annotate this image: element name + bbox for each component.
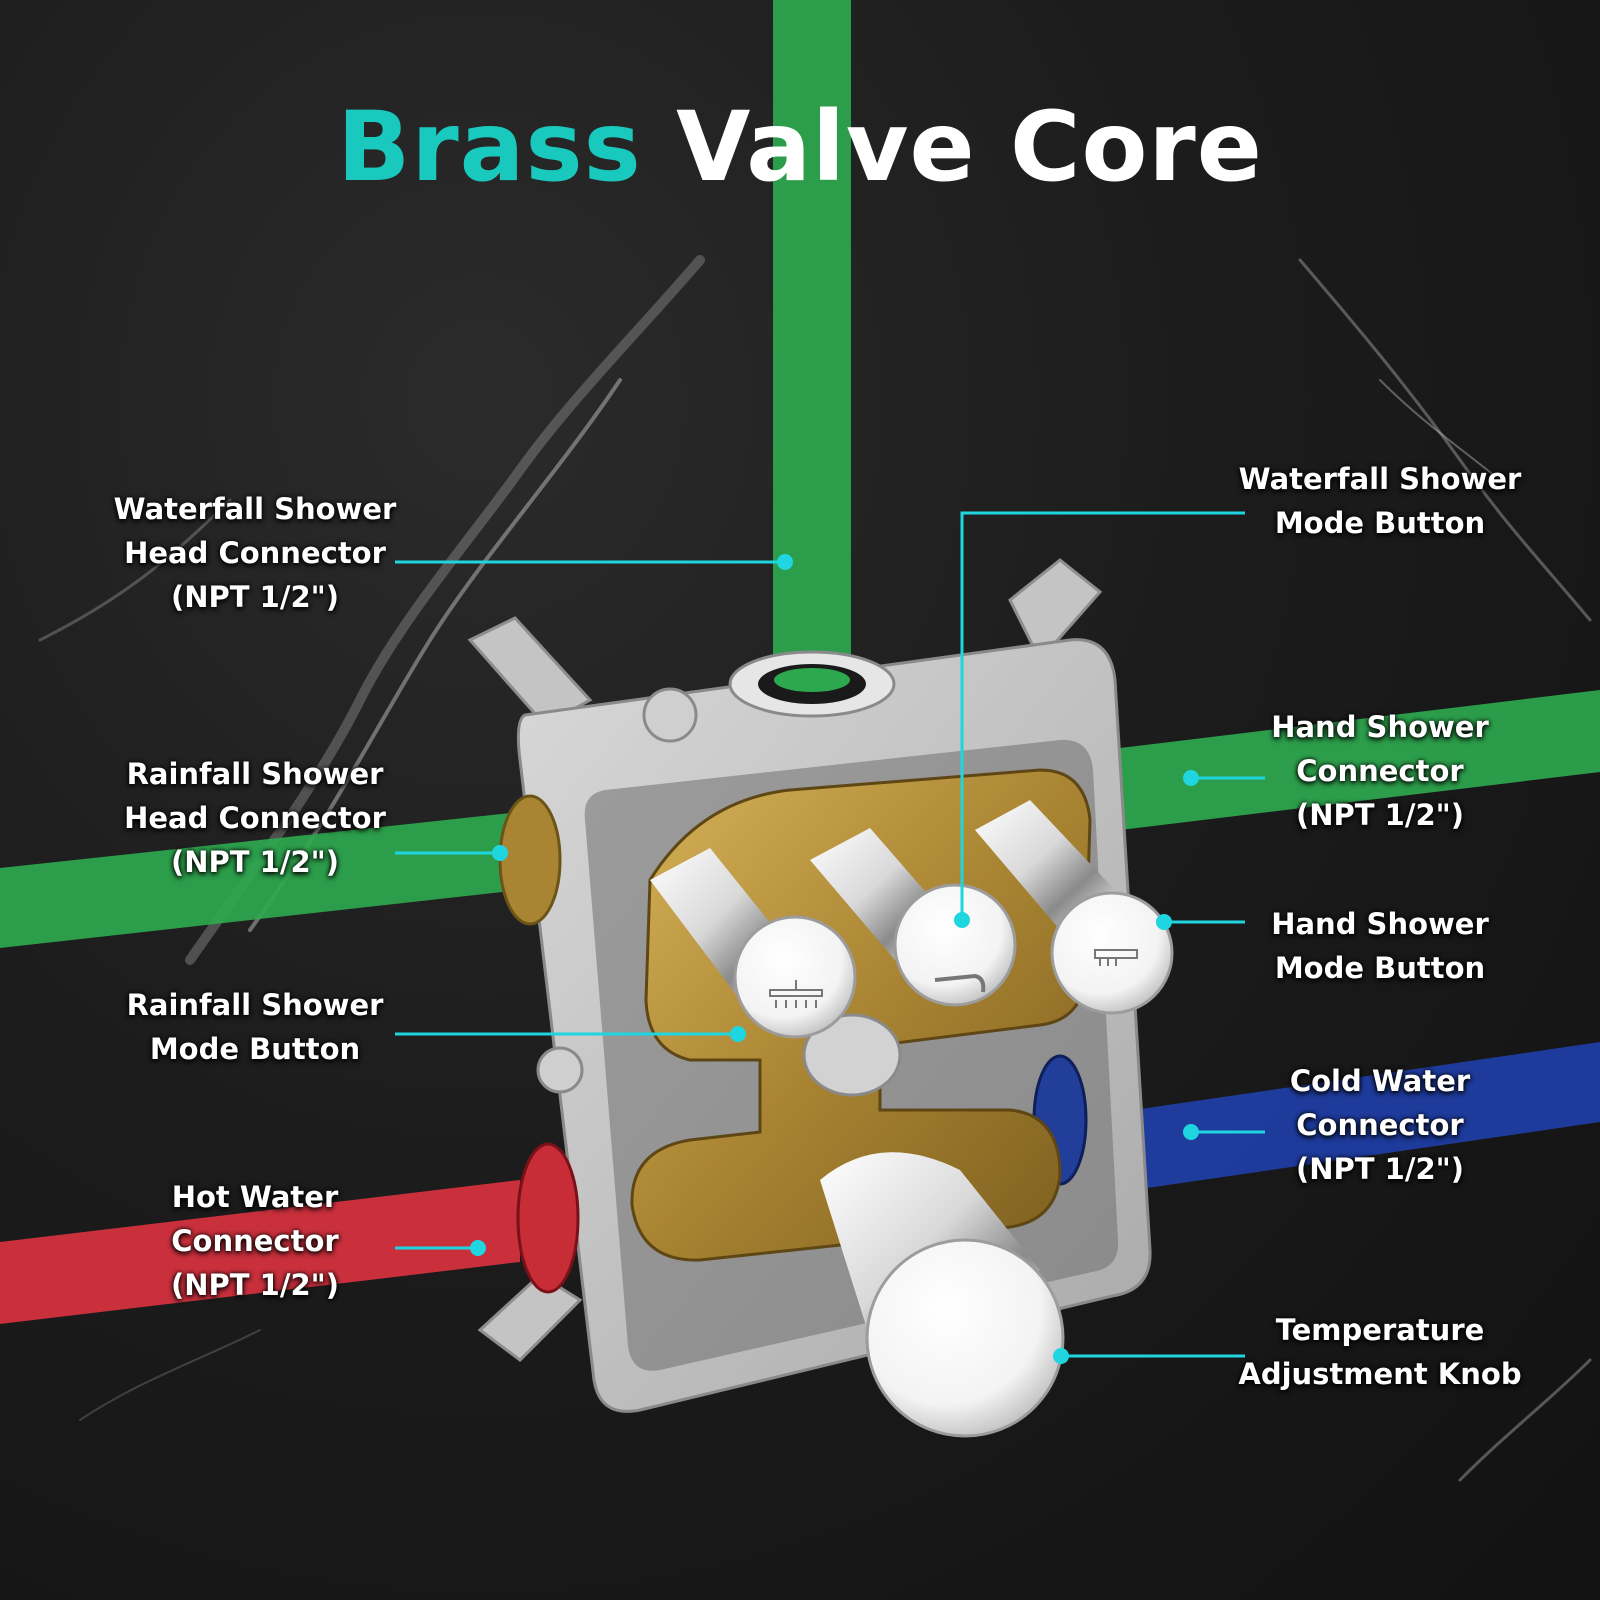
waterfall-spout-icon [934, 973, 986, 993]
pipe-rainfall [0, 812, 520, 948]
left-port [498, 794, 562, 926]
waterfall-button [810, 828, 1017, 1007]
pipe-hand [1120, 690, 1600, 830]
hot-port [516, 1142, 580, 1294]
leader-lines [395, 511, 1265, 1358]
label-hand-connector: Hand Shower Connector (NPT 1/2") [1271, 710, 1489, 832]
leader-waterfall-button [960, 511, 1245, 920]
label-cold-connector: Cold Water Connector (NPT 1/2") [1289, 1064, 1471, 1186]
rainfall-button [650, 848, 857, 1039]
pipe-hot [0, 1180, 520, 1324]
pipe-cold [1120, 1042, 1600, 1192]
leader-dots [470, 554, 1199, 1364]
label-hand-button: Hand Shower Mode Button [1271, 907, 1489, 985]
label-hot-connector: Hot Water Connector (NPT 1/2") [171, 1180, 339, 1302]
label-rainfall-button: Rainfall Shower Mode Button [126, 988, 384, 1066]
label-waterfall-connector: Waterfall Shower Head Connector (NPT 1/2… [113, 492, 397, 614]
label-rainfall-connector: Rainfall Shower Head Connector (NPT 1/2"… [124, 757, 386, 879]
hand-shower-icon [1094, 949, 1138, 966]
label-waterfall-button: Waterfall Shower Mode Button [1238, 462, 1522, 540]
marble-veins [38, 255, 1592, 1482]
temperature-knob [820, 1152, 1065, 1438]
title-accent: Brass [337, 91, 642, 203]
page-title: Brass Valve Core [0, 92, 1600, 202]
mounting-tabs [467, 558, 1103, 1362]
hand-button [975, 800, 1174, 1015]
pipes [0, 0, 1600, 1324]
title-main: Valve Core [676, 91, 1263, 203]
rainfall-head-icon [769, 980, 823, 1008]
label-temp-knob: Temperature Adjustment Knob [1238, 1313, 1522, 1391]
